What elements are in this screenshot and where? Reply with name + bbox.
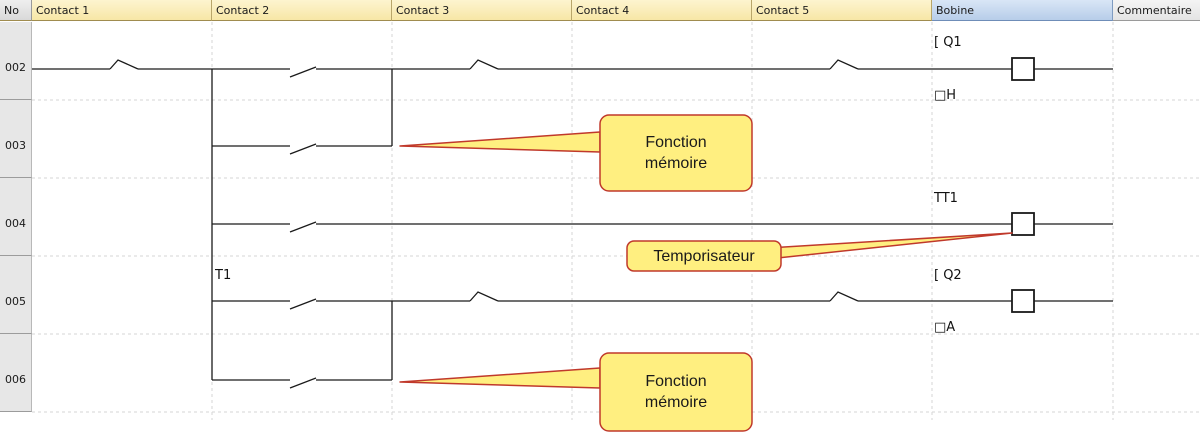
- row-number[interactable]: 004: [0, 178, 32, 256]
- coil-q2[interactable]: [1011, 289, 1035, 313]
- no-contact[interactable]: [289, 377, 317, 389]
- row-number-label: 006: [5, 373, 26, 386]
- column-header-contact-1[interactable]: Contact 1: [32, 0, 212, 21]
- callout-pointer: [399, 367, 601, 389]
- no-contact[interactable]: [289, 298, 317, 310]
- coil-tt1-label: TT1: [934, 191, 958, 206]
- column-header: No Contact 1 Contact 2 Contact 3 Contact…: [0, 0, 1200, 22]
- row-number[interactable]: 003: [0, 100, 32, 178]
- coil-q2-label: [ Q2: [934, 268, 962, 283]
- coil-tt1[interactable]: [1011, 212, 1035, 236]
- callout-line: mémoire: [644, 155, 708, 172]
- callout-pointer: [399, 131, 601, 153]
- no-contact[interactable]: [289, 221, 317, 233]
- callout-memory-2: Fonction mémoire: [600, 371, 752, 413]
- callout-box-memory-1: [599, 114, 753, 192]
- no-contact[interactable]: [289, 143, 317, 155]
- row-number-label: 005: [5, 295, 26, 308]
- callout-line: Fonction: [645, 134, 707, 151]
- row-number[interactable]: 005: [0, 256, 32, 334]
- column-header-contact-3[interactable]: Contact 3: [392, 0, 572, 21]
- row-number-gutter: 002 003 004 005 006: [0, 22, 32, 422]
- coil-q1-label: [ Q1: [934, 35, 962, 50]
- callout-line: mémoire: [644, 394, 708, 411]
- column-header-contact-5[interactable]: Contact 5: [752, 0, 932, 21]
- contact-t1-label: T1: [215, 268, 232, 283]
- column-header-contact-4[interactable]: Contact 4: [572, 0, 752, 21]
- coil-a-marker: □A: [934, 320, 956, 335]
- callout-pointer: [767, 232, 1013, 260]
- callout-timer: Temporisateur: [653, 248, 755, 265]
- nc-contact[interactable]: [829, 291, 859, 302]
- row-number-label: 004: [5, 217, 26, 230]
- callout-box-memory-2: [599, 352, 753, 432]
- callout-memory-1: Fonction mémoire: [600, 132, 752, 174]
- column-header-coil[interactable]: Bobine: [932, 0, 1113, 21]
- column-header-comment[interactable]: Commentaire: [1113, 0, 1200, 21]
- row-number[interactable]: 002: [0, 22, 32, 100]
- no-contact[interactable]: [289, 66, 317, 78]
- callout-box-timer: [626, 240, 782, 272]
- column-header-no[interactable]: No: [0, 0, 32, 21]
- coil-h-marker: □H: [934, 88, 957, 103]
- row-number[interactable]: 006: [0, 334, 32, 412]
- nc-contact[interactable]: [469, 291, 499, 302]
- row-number-label: 002: [5, 61, 26, 74]
- callout-line: Fonction: [645, 373, 707, 390]
- row-number-label: 003: [5, 139, 26, 152]
- nc-contact[interactable]: [829, 59, 859, 70]
- nc-contact[interactable]: [469, 59, 499, 70]
- column-header-contact-2[interactable]: Contact 2: [212, 0, 392, 21]
- coil-q1[interactable]: [1011, 57, 1035, 81]
- nc-contact[interactable]: [109, 59, 139, 70]
